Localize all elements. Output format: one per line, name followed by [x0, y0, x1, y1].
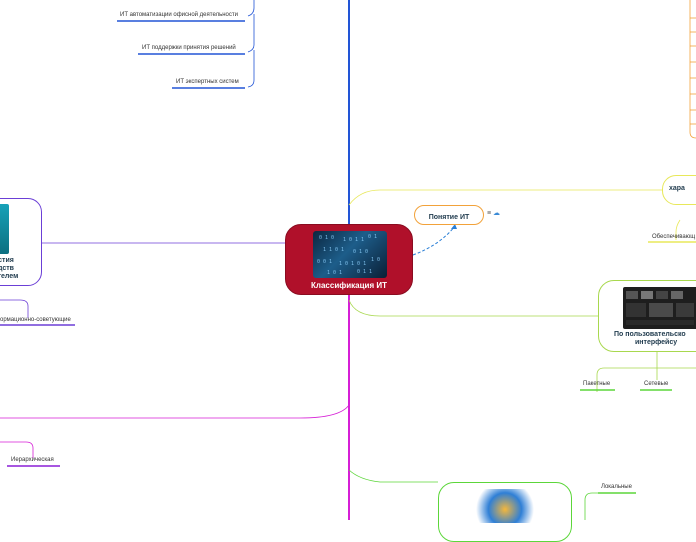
net-child-bracket: [584, 492, 636, 520]
item-expert-systems[interactable]: ИТ экспертных систем: [176, 79, 239, 85]
svg-text:1 0: 1 0: [371, 257, 380, 263]
left-topic-image: [0, 204, 9, 254]
bottom-left-bracket: [0, 441, 34, 458]
left-sub-bracket: [0, 299, 29, 318]
ui-children-rail: [596, 367, 696, 392]
green-connector: [348, 469, 438, 483]
svg-text:0 1 0: 0 1 0: [353, 249, 368, 255]
svg-text:0 1 0: 0 1 0: [319, 235, 334, 241]
characteristics-topic-title: хара: [669, 185, 685, 192]
lime-connector: [348, 299, 598, 317]
central-topic-image: 0 1 0 1 0 1 1 0 1 1 1 0 1 0 1 0 0 0 1 1 0 1 …: [313, 231, 387, 278]
svg-text:0 1 1: 0 1 1: [357, 269, 372, 275]
concept-dashed-connector: [412, 225, 456, 256]
right-top-bracket: [675, 219, 681, 240]
characteristics-topic-node[interactable]: хара: [662, 175, 696, 205]
item-providing[interactable]: Обеспечивающ: [652, 234, 696, 240]
magenta-left-connector: [0, 404, 350, 419]
network-topic-image: [469, 489, 541, 523]
left-topic-node[interactable]: стия дств ателем: [0, 198, 42, 286]
orange-rail: [689, 0, 696, 139]
left-topic-line-3: ателем: [0, 273, 19, 280]
concept-topic-title: Понятие ИТ: [428, 214, 470, 221]
mindmap-connectors: [0, 0, 696, 520]
item-office-automation[interactable]: ИТ автоматизации офисной деятельности: [120, 12, 238, 18]
svg-text:1 0 1 0 1: 1 0 1 0 1: [339, 261, 366, 267]
left-topic-line-1: стия: [0, 257, 14, 264]
left-topic-line-2: дств: [0, 265, 14, 272]
central-topic-node[interactable]: 0 1 0 1 0 1 1 0 1 1 1 0 1 0 1 0 0 0 1 1 0 1 …: [285, 224, 413, 295]
item-network[interactable]: Сетевые: [644, 381, 669, 387]
note-icon[interactable]: ≡: [487, 210, 492, 217]
yellow-connector: [348, 189, 662, 206]
top-left-bracket-3: [247, 50, 255, 88]
central-topic-title: Классификация ИТ: [311, 281, 387, 290]
network-topic-node[interactable]: [438, 482, 572, 542]
user-interface-line-1: По пользовательско: [614, 331, 686, 338]
svg-text:0 1: 0 1: [368, 234, 377, 240]
user-interface-line-2: интерфейсу: [635, 339, 678, 346]
cloud-icon[interactable]: ☁: [493, 210, 501, 217]
top-left-bracket-2: [247, 14, 255, 53]
top-left-bracket-1: [247, 0, 255, 17]
svg-text:1 0 1 1: 1 0 1 1: [343, 237, 364, 243]
svg-text:1 0 1: 1 0 1: [327, 270, 342, 276]
item-batch[interactable]: Пакетные: [583, 381, 611, 387]
item-hierarchical[interactable]: Иерархическая: [11, 457, 54, 463]
svg-text:1 1 0 1: 1 1 0 1: [323, 247, 344, 253]
concept-icons: ≡ ☁: [487, 209, 500, 217]
item-local[interactable]: Локальные: [601, 484, 632, 490]
user-interface-topic-node[interactable]: По пользовательско интерфейсу: [598, 280, 696, 352]
user-interface-image: [623, 287, 696, 329]
concept-topic-node[interactable]: Понятие ИТ: [414, 205, 484, 225]
svg-text:0 0 1: 0 0 1: [317, 259, 332, 265]
item-decision-support[interactable]: ИТ поддержки принятия решений: [142, 45, 236, 51]
left-sub-item[interactable]: ормационно-советующие: [0, 317, 71, 323]
